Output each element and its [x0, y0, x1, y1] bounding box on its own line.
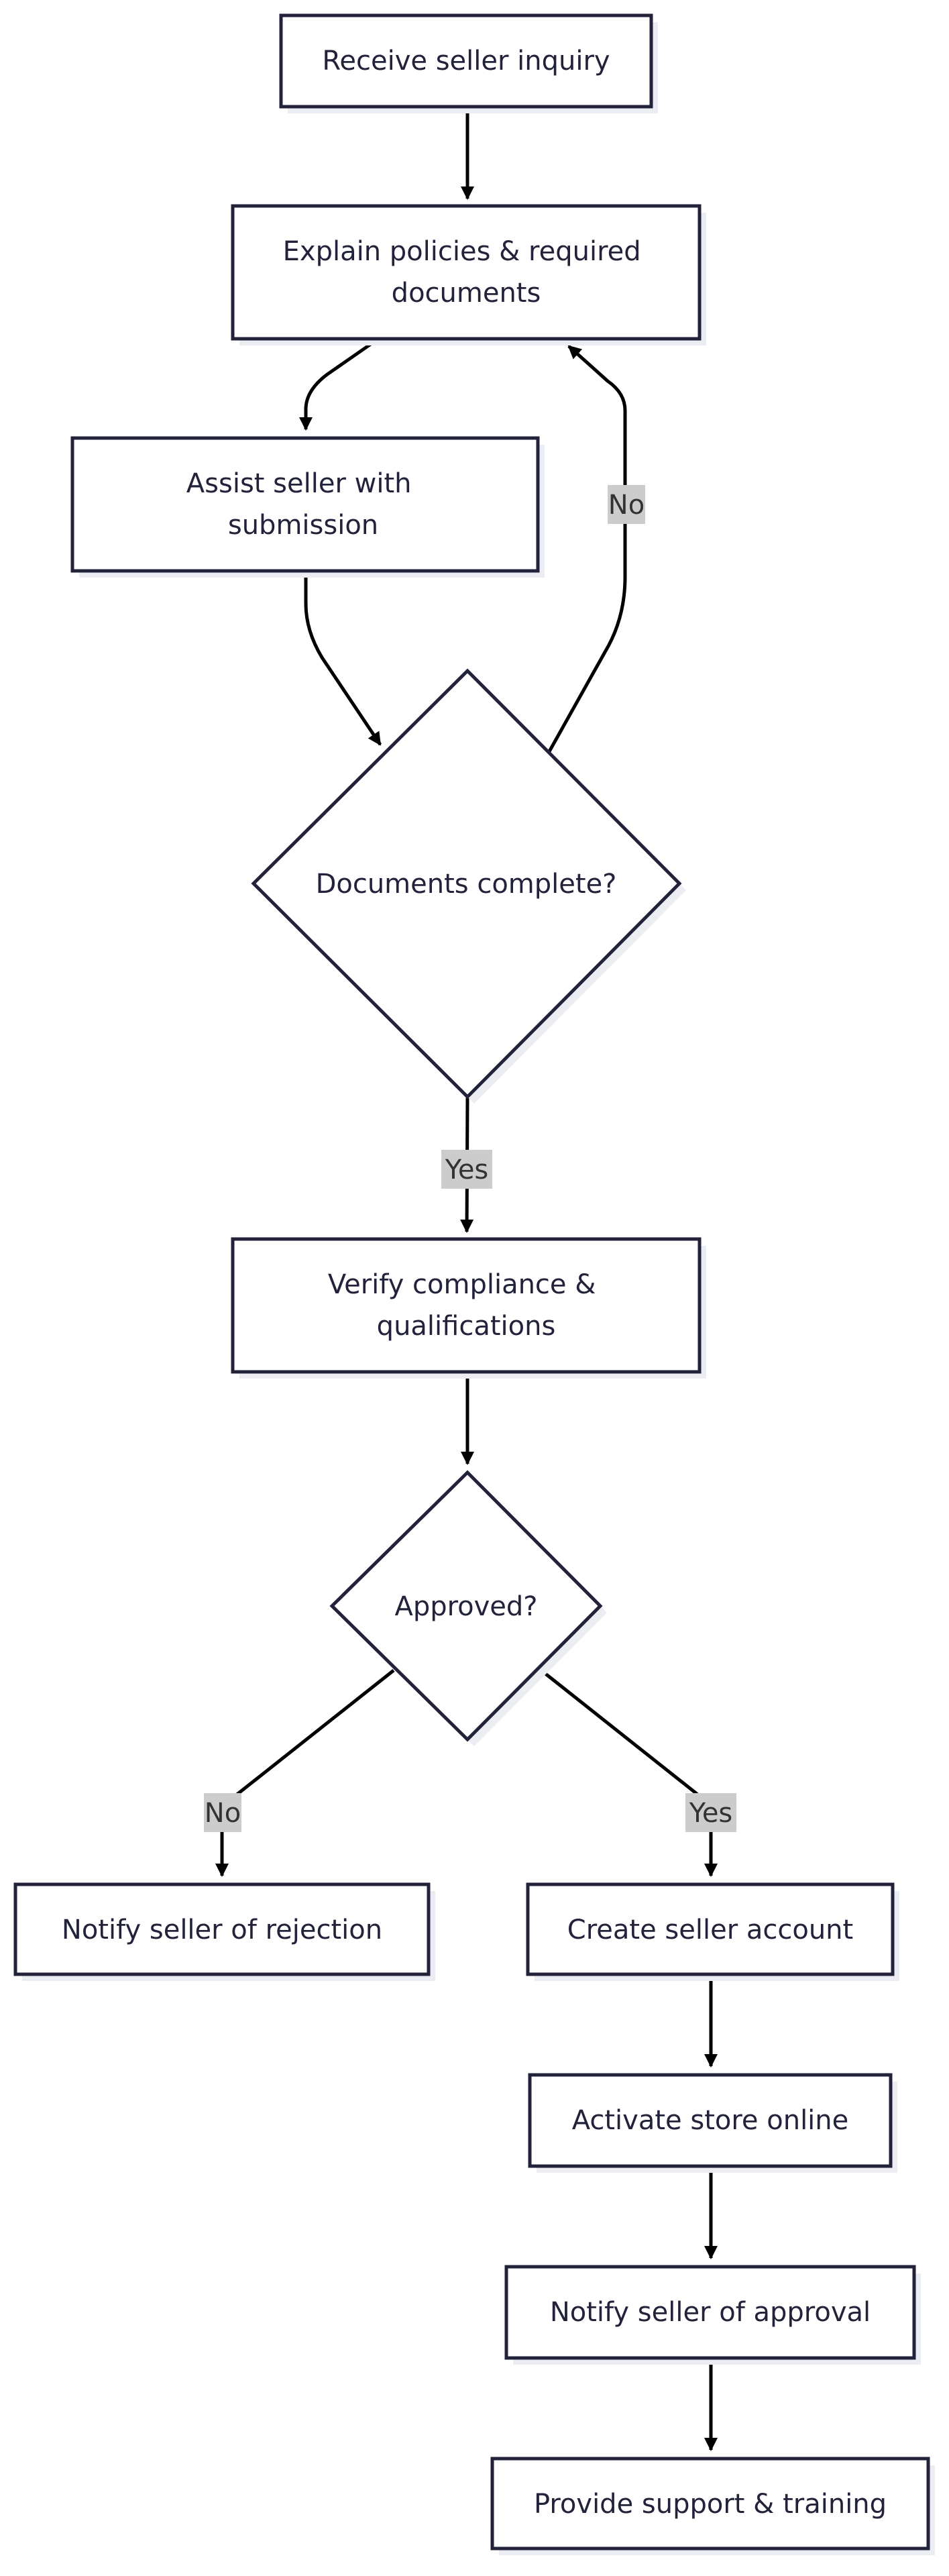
edge-label-approved-no-text: No [205, 1798, 241, 1829]
edge-documents-no-to-explain [547, 345, 627, 754]
svg-text:Activate store online: Activate store online [572, 2105, 849, 2136]
node-assist-submission: Assist seller with submission [70, 436, 545, 578]
node-explain-policies-label-line-2: documents [392, 278, 541, 309]
node-explain-policies: Explain policies & required documents [231, 204, 706, 345]
svg-text:Verify compliance & qu: Verify compliance & qualifications [328, 1269, 604, 1342]
nodes-layer: Receive seller inquiry Explain policies … [13, 13, 935, 2555]
edge-label-documents-no: No [608, 485, 645, 524]
edge-label-approved-no: No [204, 1793, 241, 1832]
node-notify-rejection: Notify seller of rejection [13, 1882, 435, 1981]
edge-label-documents-yes: Yes [441, 1150, 492, 1189]
edge-approved-yes-to-create [540, 1669, 718, 1877]
svg-text:Notify seller of rejection: Notify seller of rejection [62, 1915, 382, 1945]
node-provide-support-label: Provide support & training [534, 2489, 887, 2520]
edge-explain-to-assist [299, 339, 377, 431]
node-approved-label: Approved? [394, 1591, 537, 1622]
node-explain-policies-label-line-1: Explain policies & required [283, 236, 641, 267]
svg-text:Receive seller inquiry: Receive seller inquiry [322, 46, 610, 76]
node-verify-compliance: Verify compliance & qualifications [231, 1237, 706, 1379]
node-create-account: Create seller account [526, 1882, 899, 1981]
svg-text:Approved?: Approved? [394, 1591, 537, 1622]
node-verify-compliance-label-line-1: Verify compliance & [328, 1269, 596, 1300]
node-receive-inquiry-label: Receive seller inquiry [322, 46, 610, 76]
node-activate-store: Activate store online [528, 2073, 897, 2173]
node-verify-compliance-label-line-2: qualifications [377, 1311, 556, 1342]
node-assist-submission-label-line-1: Assist seller with [186, 468, 412, 499]
node-activate-store-label: Activate store online [572, 2105, 849, 2136]
edge-labels-layer: No Yes No Yes [204, 485, 736, 1832]
node-notify-approval: Notify seller of approval [504, 2265, 921, 2365]
svg-text:Documents complete?: Documents complete? [316, 869, 617, 900]
edge-assist-to-documents [304, 572, 382, 746]
svg-text:Provide support & training: Provide support & training [534, 2489, 887, 2520]
svg-text:Assist seller with sub: Assist seller with submission [186, 468, 420, 541]
svg-text:Create seller account: Create seller account [567, 1915, 853, 1945]
node-documents-complete: Documents complete? [251, 668, 686, 1104]
edge-approved-no-to-rejection [215, 1669, 395, 1877]
node-provide-support: Provide support & training [490, 2457, 935, 2555]
edge-label-approved-yes: Yes [685, 1793, 736, 1832]
svg-text:Notify seller of approval: Notify seller of approval [550, 2297, 871, 2328]
node-documents-complete-label: Documents complete? [316, 869, 617, 900]
edge-label-approved-yes-text: Yes [689, 1798, 733, 1829]
node-create-account-label: Create seller account [567, 1915, 853, 1945]
svg-text:Explain policies & required: Explain policies & required documents [283, 236, 650, 309]
edge-label-documents-no-text: No [608, 490, 645, 521]
node-notify-rejection-label: Notify seller of rejection [62, 1915, 382, 1945]
node-approved: Approved? [329, 1470, 607, 1746]
edge-label-documents-yes-text: Yes [445, 1155, 489, 1185]
node-receive-inquiry: Receive seller inquiry [279, 13, 658, 113]
node-notify-approval-label: Notify seller of approval [550, 2297, 871, 2328]
node-assist-submission-label-line-2: submission [228, 510, 378, 541]
